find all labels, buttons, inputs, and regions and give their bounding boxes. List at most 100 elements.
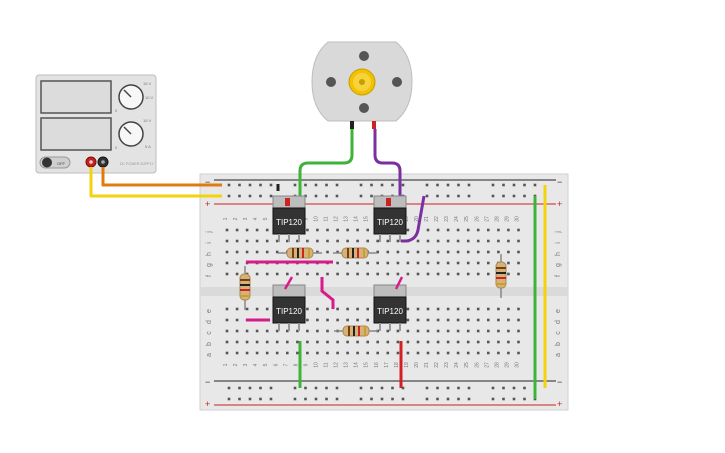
breadboard-hole[interactable] xyxy=(316,351,319,355)
breadboard-hole[interactable] xyxy=(275,340,279,344)
breadboard-hole[interactable] xyxy=(396,250,400,254)
breadboard-hole[interactable] xyxy=(356,228,359,232)
breadboard-hole[interactable] xyxy=(456,329,460,333)
breadboard-hole[interactable] xyxy=(356,340,359,344)
breadboard-hole[interactable] xyxy=(406,329,410,333)
breadboard-hole[interactable] xyxy=(335,386,339,390)
breadboard-hole[interactable] xyxy=(346,340,349,344)
breadboard-hole[interactable] xyxy=(296,340,299,344)
breadboard-hole[interactable] xyxy=(346,318,349,322)
breadboard-hole[interactable] xyxy=(286,239,289,243)
breadboard-holes[interactable] xyxy=(225,183,537,401)
breadboard-hole[interactable] xyxy=(502,194,505,198)
wire-purple-motor[interactable] xyxy=(373,129,402,196)
breadboard-hole[interactable] xyxy=(238,386,241,390)
wire-yellow-power[interactable] xyxy=(89,167,222,198)
breadboard-hole[interactable] xyxy=(235,239,239,243)
breadboard-hole[interactable] xyxy=(286,340,289,344)
breadboard-hole[interactable] xyxy=(487,228,490,232)
breadboard-hole[interactable] xyxy=(225,228,229,232)
breadboard-hole[interactable] xyxy=(225,307,229,311)
breadboard-hole[interactable] xyxy=(296,272,299,276)
breadboard-hole[interactable] xyxy=(335,183,339,187)
breadboard-hole[interactable] xyxy=(245,329,249,333)
breadboard-hole[interactable] xyxy=(366,340,369,344)
breadboard-hole[interactable] xyxy=(457,194,460,198)
breadboard-hole[interactable] xyxy=(512,183,516,187)
breadboard-hole[interactable] xyxy=(275,239,279,243)
breadboard-hole[interactable] xyxy=(391,386,394,390)
breadboard-hole[interactable] xyxy=(255,340,259,344)
breadboard-hole[interactable] xyxy=(517,239,520,243)
breadboard-hole[interactable] xyxy=(507,318,510,322)
breadboard-hole[interactable] xyxy=(314,386,318,390)
breadboard-hole[interactable] xyxy=(446,194,450,198)
breadboard-hole[interactable] xyxy=(326,272,329,276)
breadboard-hole[interactable] xyxy=(275,351,279,355)
breadboard-hole[interactable] xyxy=(376,351,379,355)
breadboard-hole[interactable] xyxy=(416,239,420,243)
breadboard-hole[interactable] xyxy=(235,318,239,322)
breadboard-hole[interactable] xyxy=(446,397,450,401)
breadboard-hole[interactable] xyxy=(316,318,319,322)
breadboard-hole[interactable] xyxy=(523,397,526,401)
breadboard-hole[interactable] xyxy=(466,261,470,265)
breadboard-hole[interactable] xyxy=(487,351,490,355)
breadboard-hole[interactable] xyxy=(304,397,307,401)
breadboard-hole[interactable] xyxy=(335,397,339,401)
breadboard-hole[interactable] xyxy=(314,194,318,198)
breadboard-hole[interactable] xyxy=(426,250,430,254)
breadboard-hole[interactable] xyxy=(466,307,470,311)
breadboard-hole[interactable] xyxy=(296,329,299,333)
breadboard-hole[interactable] xyxy=(456,307,460,311)
breadboard-hole[interactable] xyxy=(466,329,470,333)
breadboard-hole[interactable] xyxy=(426,318,430,322)
breadboard-hole[interactable] xyxy=(406,351,410,355)
breadboard-hole[interactable] xyxy=(259,183,262,187)
breadboard-hole[interactable] xyxy=(255,307,259,311)
breadboard-hole[interactable] xyxy=(467,183,471,187)
breadboard-hole[interactable] xyxy=(386,239,390,243)
wire-green-motor[interactable] xyxy=(298,129,354,196)
breadboard-hole[interactable] xyxy=(265,228,269,232)
breadboard-hole[interactable] xyxy=(314,397,318,401)
transistor-q1[interactable]: TIP120 xyxy=(272,195,306,242)
breadboard-hole[interactable] xyxy=(326,318,329,322)
breadboard-hole[interactable] xyxy=(255,351,259,355)
breadboard-hole[interactable] xyxy=(286,329,289,333)
breadboard-hole[interactable] xyxy=(386,351,390,355)
breadboard-hole[interactable] xyxy=(487,340,490,344)
breadboard-hole[interactable] xyxy=(306,329,309,333)
breadboard-hole[interactable] xyxy=(376,272,379,276)
breadboard-hole[interactable] xyxy=(497,239,500,243)
breadboard-hole[interactable] xyxy=(507,340,510,344)
breadboard-hole[interactable] xyxy=(466,272,470,276)
breadboard-hole[interactable] xyxy=(426,340,430,344)
breadboard-hole[interactable] xyxy=(225,239,229,243)
breadboard-hole[interactable] xyxy=(507,250,510,254)
breadboard-hole[interactable] xyxy=(225,329,229,333)
breadboard-hole[interactable] xyxy=(517,272,520,276)
breadboard-hole[interactable] xyxy=(346,228,349,232)
wires[interactable] xyxy=(89,129,547,399)
breadboard-hole[interactable] xyxy=(380,386,384,390)
breadboard-hole[interactable] xyxy=(316,228,319,232)
breadboard-hole[interactable] xyxy=(416,340,420,344)
breadboard-hole[interactable] xyxy=(235,250,239,254)
breadboard-hole[interactable] xyxy=(476,307,480,311)
breadboard-hole[interactable] xyxy=(436,386,439,390)
breadboard-hole[interactable] xyxy=(507,272,510,276)
breadboard-hole[interactable] xyxy=(406,307,410,311)
breadboard-hole[interactable] xyxy=(416,318,420,322)
breadboard-hole[interactable] xyxy=(426,239,430,243)
breadboard-hole[interactable] xyxy=(436,340,440,344)
breadboard-hole[interactable] xyxy=(512,386,516,390)
breadboard-hole[interactable] xyxy=(386,261,390,265)
breadboard-hole[interactable] xyxy=(325,194,328,198)
breadboard-hole[interactable] xyxy=(512,194,516,198)
transistor-q3[interactable]: TIP120 xyxy=(272,276,306,331)
breadboard-hole[interactable] xyxy=(245,239,249,243)
breadboard-hole[interactable] xyxy=(436,329,440,333)
breadboard-hole[interactable] xyxy=(396,340,400,344)
